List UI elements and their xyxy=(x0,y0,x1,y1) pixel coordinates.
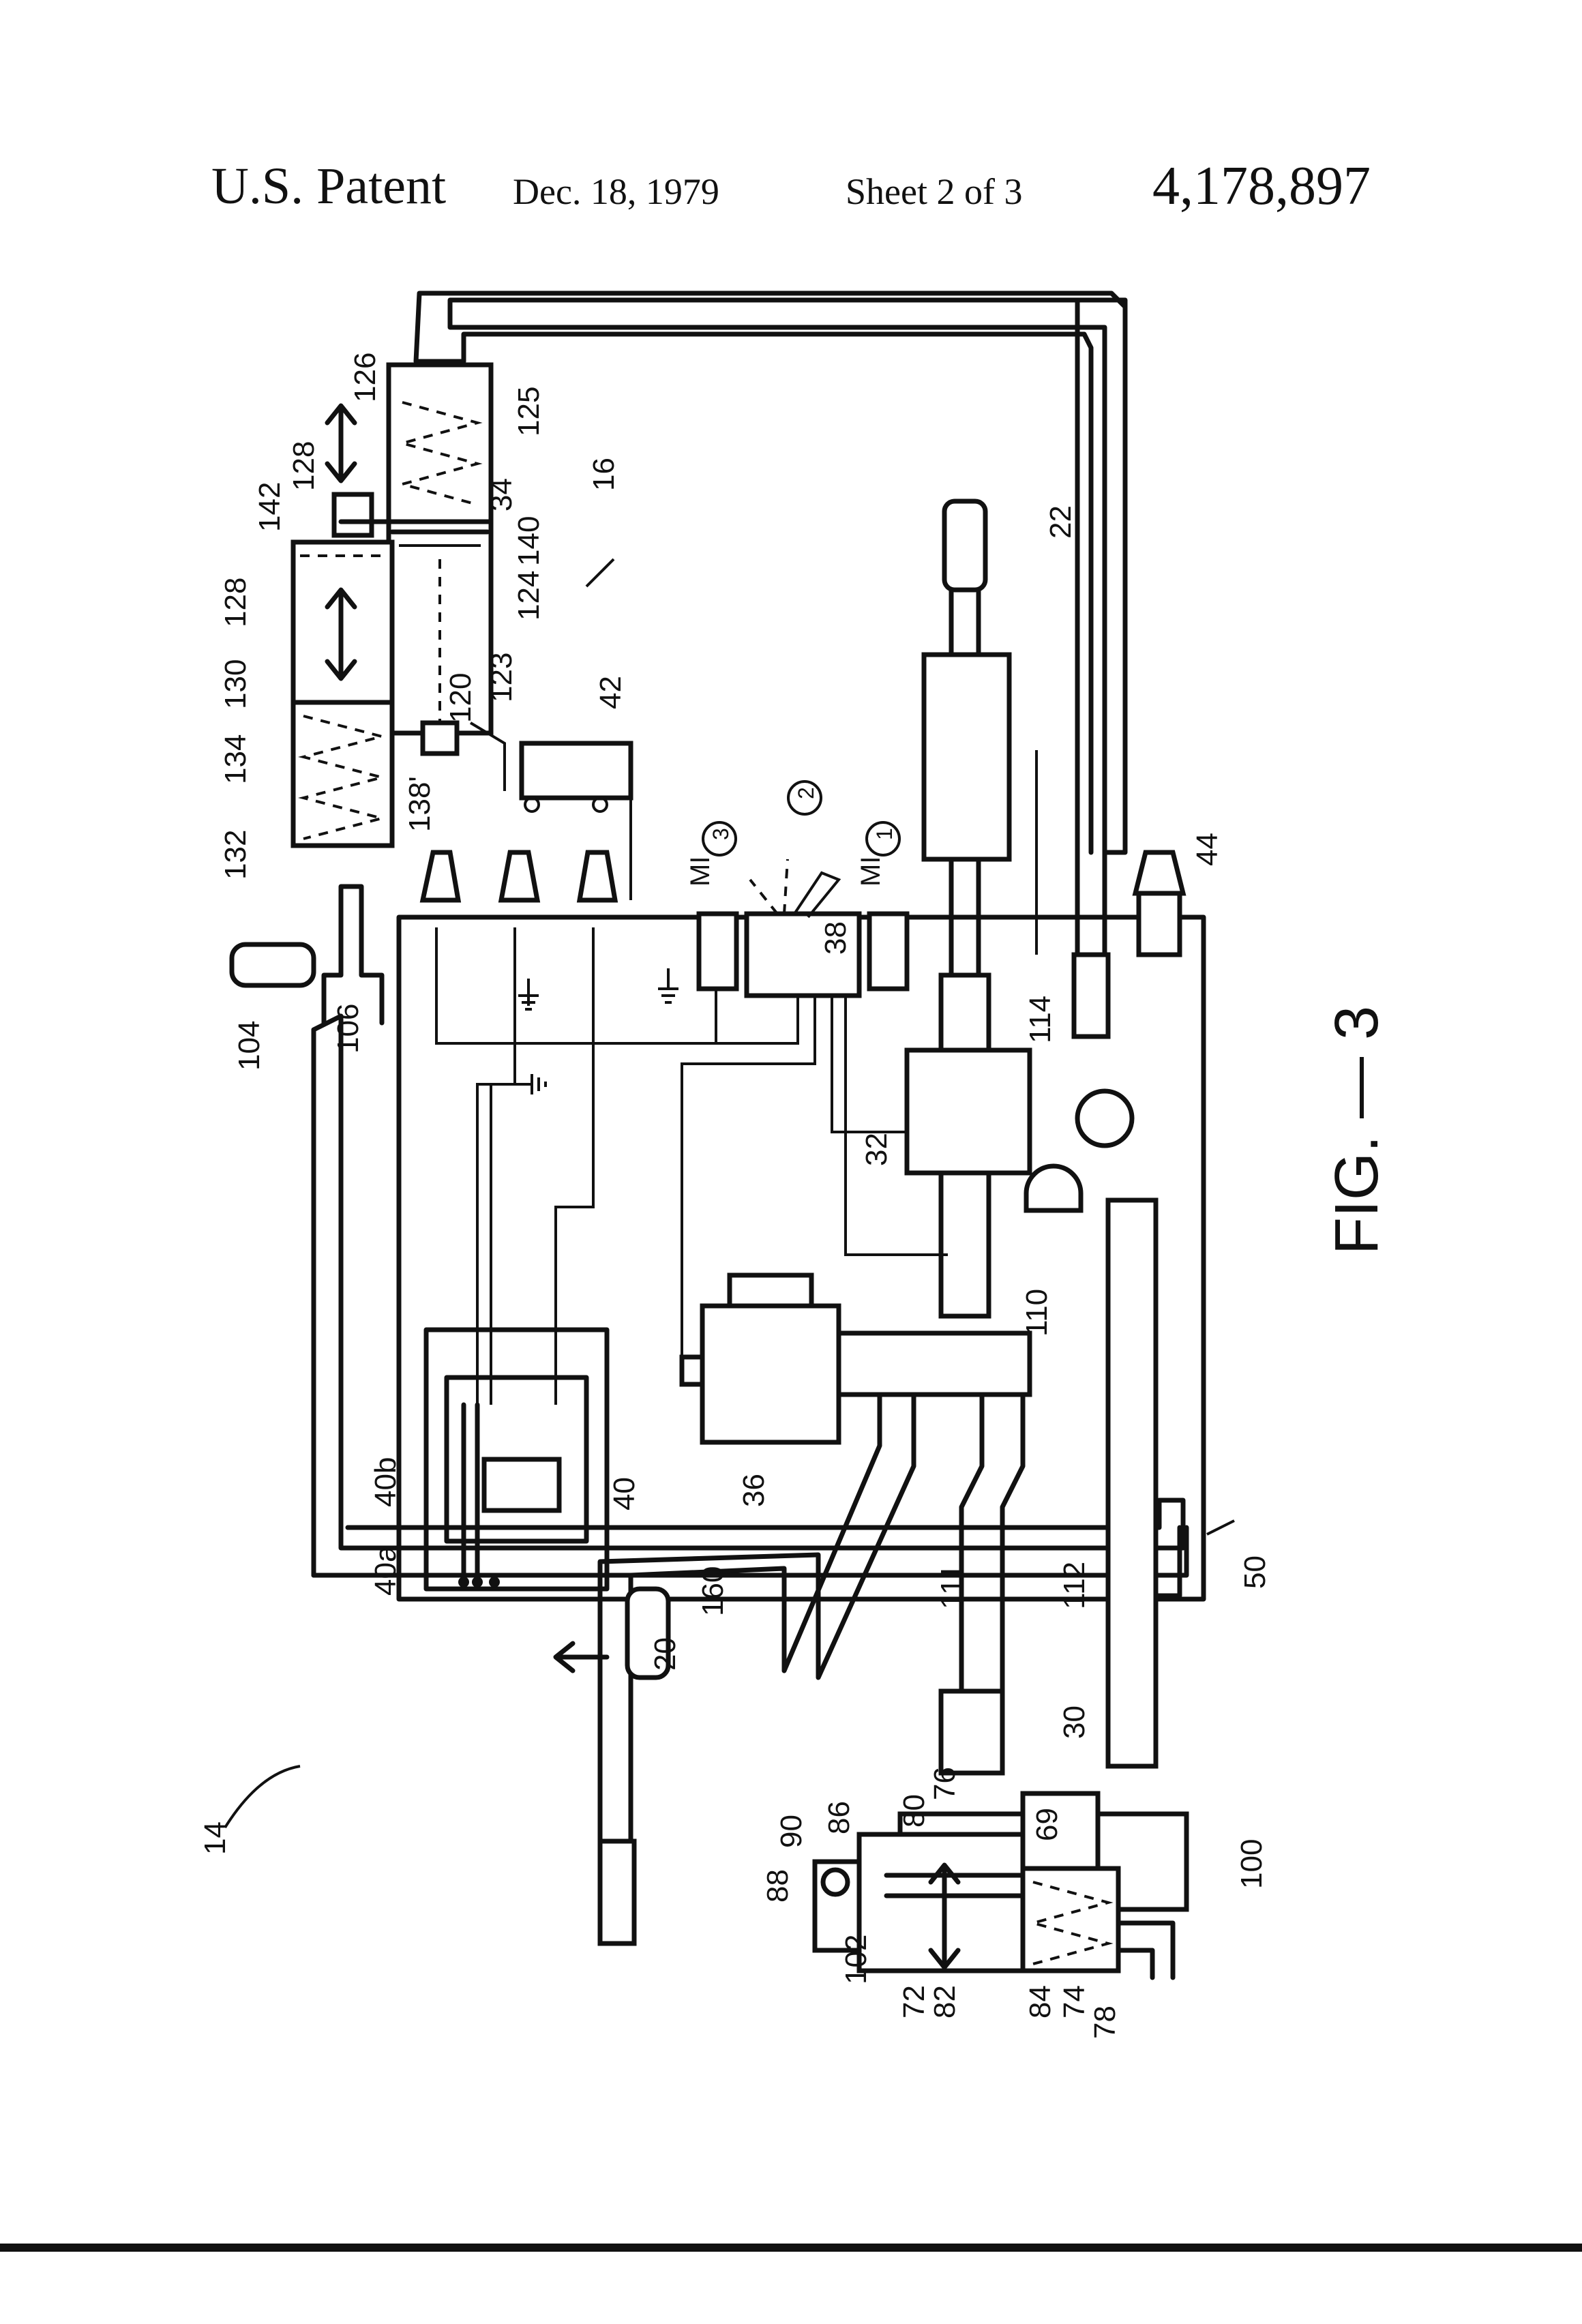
terminal-3 xyxy=(580,852,615,900)
ref-132: 132 xyxy=(219,830,252,880)
pipe-106 xyxy=(324,887,382,1023)
pipe-111-end xyxy=(941,1691,1002,1773)
valve-body-72 xyxy=(859,1834,1023,1971)
ref-112: 112 xyxy=(1058,1562,1091,1609)
ref-86: 86 xyxy=(822,1801,856,1834)
ref-38: 38 xyxy=(819,921,852,955)
cylinder-132 xyxy=(293,702,392,846)
pump-dome xyxy=(1026,1166,1081,1210)
ref-106: 106 xyxy=(331,1004,365,1054)
ref-111: 111 xyxy=(935,1564,968,1609)
pos-1: 1 xyxy=(872,828,897,840)
switch-lever-1 xyxy=(794,873,839,917)
terminal-m1-1 xyxy=(869,914,907,989)
ref-36: 36 xyxy=(737,1474,771,1507)
ref-40: 40 xyxy=(608,1477,641,1510)
ref-78: 78 xyxy=(1088,2006,1122,2039)
pos-2: 2 xyxy=(794,787,818,799)
terminal-1 xyxy=(423,852,458,900)
ref-140: 140 xyxy=(512,516,546,566)
pipe-112 xyxy=(1108,1200,1156,1766)
ref-82: 82 xyxy=(928,1985,961,2018)
ref-102: 102 xyxy=(839,1935,873,1984)
ref-128-lower: 128 xyxy=(219,578,252,627)
ref-72: 72 xyxy=(897,1985,931,2018)
ground-symbols xyxy=(511,968,678,1094)
leader-16 xyxy=(586,559,614,586)
ref-100: 100 xyxy=(1235,1839,1268,1889)
ref-125: 125 xyxy=(512,387,546,436)
ref-40a: 40a xyxy=(369,1545,402,1596)
nut-142 xyxy=(334,494,372,535)
leader-14 xyxy=(225,1766,300,1828)
ref-104: 104 xyxy=(233,1021,266,1071)
ref-74: 74 xyxy=(1058,1985,1091,2018)
ref-32: 32 xyxy=(860,1133,893,1166)
ref-34: 34 xyxy=(485,478,518,511)
ref-50: 50 xyxy=(1238,1555,1272,1589)
ref-114: 114 xyxy=(1024,996,1057,1043)
ref-90: 90 xyxy=(775,1815,808,1848)
probe-40b-tip xyxy=(472,1577,483,1588)
pipe-100 xyxy=(1118,1923,1173,1978)
ref-69: 69 xyxy=(1030,1808,1064,1841)
ref-42: 42 xyxy=(594,676,627,709)
ref-142: 142 xyxy=(253,482,286,532)
ref-30: 30 xyxy=(1058,1705,1091,1739)
ref-14: 14 xyxy=(198,1821,232,1855)
probe-40a-tip xyxy=(458,1577,469,1588)
terminal-2 xyxy=(501,852,537,900)
ref-76: 76 xyxy=(928,1767,961,1800)
ref-160: 160 xyxy=(696,1566,730,1616)
ref-128-upper: 128 xyxy=(287,441,320,491)
ref-16: 16 xyxy=(587,458,621,491)
pipe-22-end xyxy=(944,501,985,590)
probe-3-tip xyxy=(489,1577,500,1588)
screw-90 xyxy=(823,1870,848,1894)
muffler-box xyxy=(924,655,1009,859)
ref-40b: 40b xyxy=(369,1457,402,1507)
terminal-44-body xyxy=(1139,893,1180,955)
ref-20: 20 xyxy=(648,1637,682,1671)
pump-32 xyxy=(907,1050,1030,1173)
fitting-104 xyxy=(232,944,314,985)
marker-m1-bottom: MI xyxy=(856,856,886,887)
ref-126: 126 xyxy=(348,353,382,402)
ref-124: 124 xyxy=(512,571,546,621)
ref-88: 88 xyxy=(761,1869,794,1903)
pump-motor-circle xyxy=(1077,1091,1132,1146)
ref-110: 110 xyxy=(1020,1289,1054,1337)
nut-bottom xyxy=(423,723,457,754)
bottom-rule xyxy=(0,2244,1582,2252)
ref-123: 123 xyxy=(485,653,518,702)
terminal-44 xyxy=(1135,852,1183,893)
pipe-160-end xyxy=(600,1841,634,1943)
pos-3: 3 xyxy=(708,828,733,840)
component-36-stub xyxy=(682,1357,702,1384)
ref-44: 44 xyxy=(1191,833,1224,866)
pipe-111 xyxy=(941,1395,1023,1691)
marker-m1-top: MI xyxy=(685,856,715,887)
relay-40 xyxy=(484,1459,559,1510)
ref-130: 130 xyxy=(219,659,252,709)
component-36-top xyxy=(730,1275,811,1306)
ref-138: 138' xyxy=(403,776,436,832)
ref-80: 80 xyxy=(897,1794,931,1828)
valve-114 xyxy=(1074,955,1108,1037)
figure-label: FIG. — 3 xyxy=(1323,1006,1391,1255)
manifold xyxy=(839,1333,1030,1395)
ref-84: 84 xyxy=(1024,1985,1057,2018)
terminal-m1-3 xyxy=(699,914,736,989)
ref-120: 120 xyxy=(444,673,477,723)
device-42 xyxy=(522,743,631,798)
component-36 xyxy=(702,1306,839,1442)
switch-lever-2 xyxy=(750,859,788,914)
leader-50 xyxy=(1207,1521,1234,1534)
ref-134: 134 xyxy=(219,734,252,784)
ref-22: 22 xyxy=(1044,505,1077,539)
